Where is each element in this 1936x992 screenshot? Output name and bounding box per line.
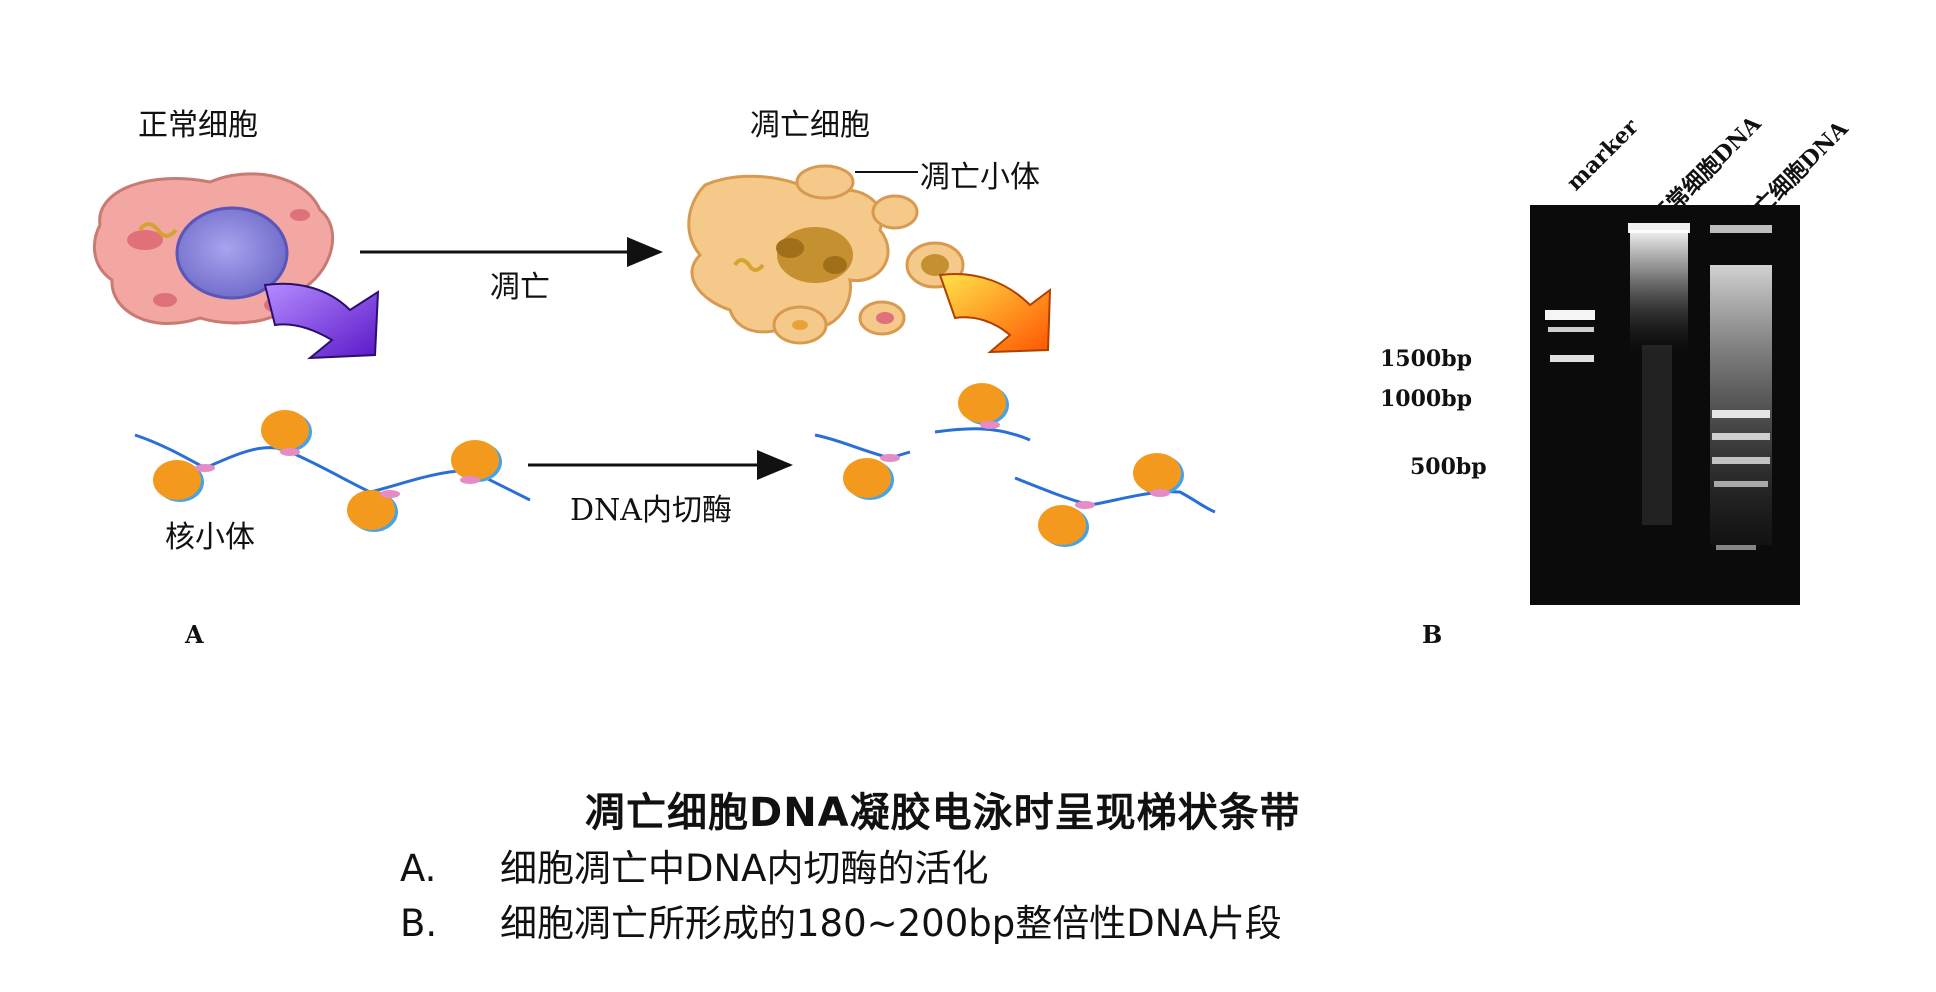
nucleosome — [153, 460, 215, 502]
nucleosome — [451, 440, 502, 484]
endonuclease-arrow-label: DNA内切酶 — [570, 493, 732, 528]
apoptotic-cell — [687, 164, 965, 345]
panel-b: marker 正常细胞DNA 凋亡细胞DNA 1500bp 1000bp 500… — [1380, 40, 1920, 680]
caption-item-b-text: 细胞凋亡所形成的180~200bp整倍性DNA片段 — [500, 902, 1282, 945]
size-marker-500: 500bp — [1410, 454, 1487, 480]
size-marker-1000: 1000bp — [1380, 386, 1472, 412]
nucleosome — [261, 410, 312, 456]
nucleus-shape — [175, 206, 289, 300]
apoptotic-body-label: 凋亡小体 — [920, 160, 1040, 195]
gel-image — [1530, 205, 1800, 605]
nucleosome — [1038, 501, 1095, 547]
panel-a-letter: A — [185, 620, 204, 649]
apoptosis-arrow-label: 凋亡 — [490, 270, 550, 305]
fragmented-chromatin — [814, 383, 1216, 547]
panel-b-letter: B — [1422, 620, 1443, 649]
normal-dna-lane — [1630, 230, 1688, 525]
size-marker-1500: 1500bp — [1380, 346, 1472, 372]
nucleosome — [347, 490, 400, 532]
panel-a-illustration — [92, 164, 1216, 547]
normal-cell-curved-arrow — [263, 282, 380, 360]
nucleosome-label: 核小体 — [165, 520, 255, 555]
caption-item-b: B. 细胞凋亡所形成的180~200bp整倍性DNA片段 — [400, 893, 1282, 947]
caption-item-b-tag: B. — [400, 902, 438, 945]
normal-cell-label: 正常细胞 — [138, 108, 258, 143]
lane-label-marker: marker — [1561, 113, 1644, 196]
intact-chromatin — [134, 410, 531, 532]
nucleosome — [958, 383, 1009, 429]
apoptotic-cell-label: 凋亡细胞 — [750, 108, 870, 143]
nucleosome — [843, 454, 900, 500]
caption-item-a-tag: A. — [400, 847, 437, 890]
panel-a: 正常细胞 凋亡细胞 凋亡小体 凋亡 核小体 DNA内切酶 A — [0, 0, 1250, 680]
caption-item-a: A. 细胞凋亡中DNA内切酶的活化 — [400, 838, 988, 892]
caption-item-a-text: 细胞凋亡中DNA内切酶的活化 — [500, 847, 989, 890]
caption-title: 凋亡细胞DNA凝胶电泳时呈现梯状条带 — [585, 790, 1301, 836]
nucleosome — [1133, 453, 1184, 497]
apoptotic-cell-curved-arrow — [938, 273, 1052, 354]
apoptotic-dna-lane — [1710, 265, 1772, 550]
marker-lane — [1545, 310, 1595, 362]
